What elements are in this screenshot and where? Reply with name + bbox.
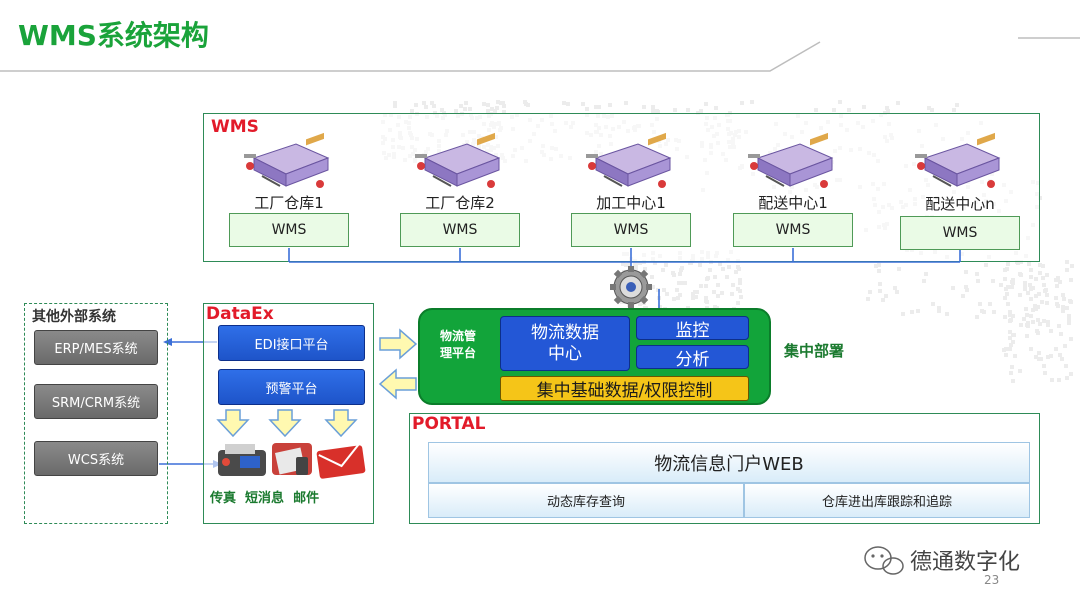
node-label: 工厂仓库1 — [254, 194, 324, 212]
page-title: WMS系统架构 — [18, 19, 209, 52]
portal-panel-label: PORTAL — [412, 414, 486, 434]
deploy-label: 集中部署 — [784, 342, 845, 360]
brand-name: 德通数字化 — [910, 550, 1021, 575]
edi-platform-button[interactable]: EDI接口平台 — [218, 325, 365, 361]
wcs-button[interactable]: WCS系统 — [34, 441, 158, 476]
warehouse-tracking-link[interactable]: 仓库进出库跟踪和追踪 — [744, 483, 1030, 518]
analysis-button[interactable]: 分析 — [636, 345, 749, 370]
portal-web-banner[interactable]: 物流信息门户WEB — [428, 442, 1030, 483]
external-systems-label: 其他外部系统 — [32, 309, 116, 325]
node-label: 配送中心n — [925, 195, 995, 213]
node-label: 加工中心1 — [596, 194, 666, 212]
platform-label: 物流管 理平台 — [440, 329, 477, 360]
node-label: 配送中心1 — [758, 194, 828, 212]
external-systems-panel — [24, 303, 168, 524]
wms-node-box[interactable]: WMS — [400, 213, 520, 247]
wms-panel-label: WMS — [211, 117, 259, 137]
page-number: 23 — [984, 573, 1000, 587]
node-label: 工厂仓库2 — [425, 194, 495, 212]
channels-label: 传真 短消息 邮件 — [210, 491, 320, 506]
base-data-button[interactable]: 集中基础数据/权限控制 — [500, 376, 749, 401]
wms-node-box[interactable]: WMS — [900, 216, 1020, 250]
alert-platform-button[interactable]: 预警平台 — [218, 369, 365, 405]
srm-crm-button[interactable]: SRM/CRM系统 — [34, 384, 158, 419]
dataex-panel-label: DataEx — [206, 304, 274, 324]
mail-icon — [316, 442, 366, 479]
monitor-button[interactable]: 监控 — [636, 316, 749, 341]
inventory-query-link[interactable]: 动态库存查询 — [428, 483, 744, 518]
data-center-button[interactable]: 物流数据 中心 — [500, 316, 630, 371]
wms-node-box[interactable]: WMS — [733, 213, 853, 247]
wms-node-box[interactable]: WMS — [571, 213, 691, 247]
erp-mes-button[interactable]: ERP/MES系统 — [34, 330, 158, 365]
wms-node-box[interactable]: WMS — [229, 213, 349, 247]
sms-icon — [272, 443, 312, 475]
fax-icon — [218, 444, 266, 476]
